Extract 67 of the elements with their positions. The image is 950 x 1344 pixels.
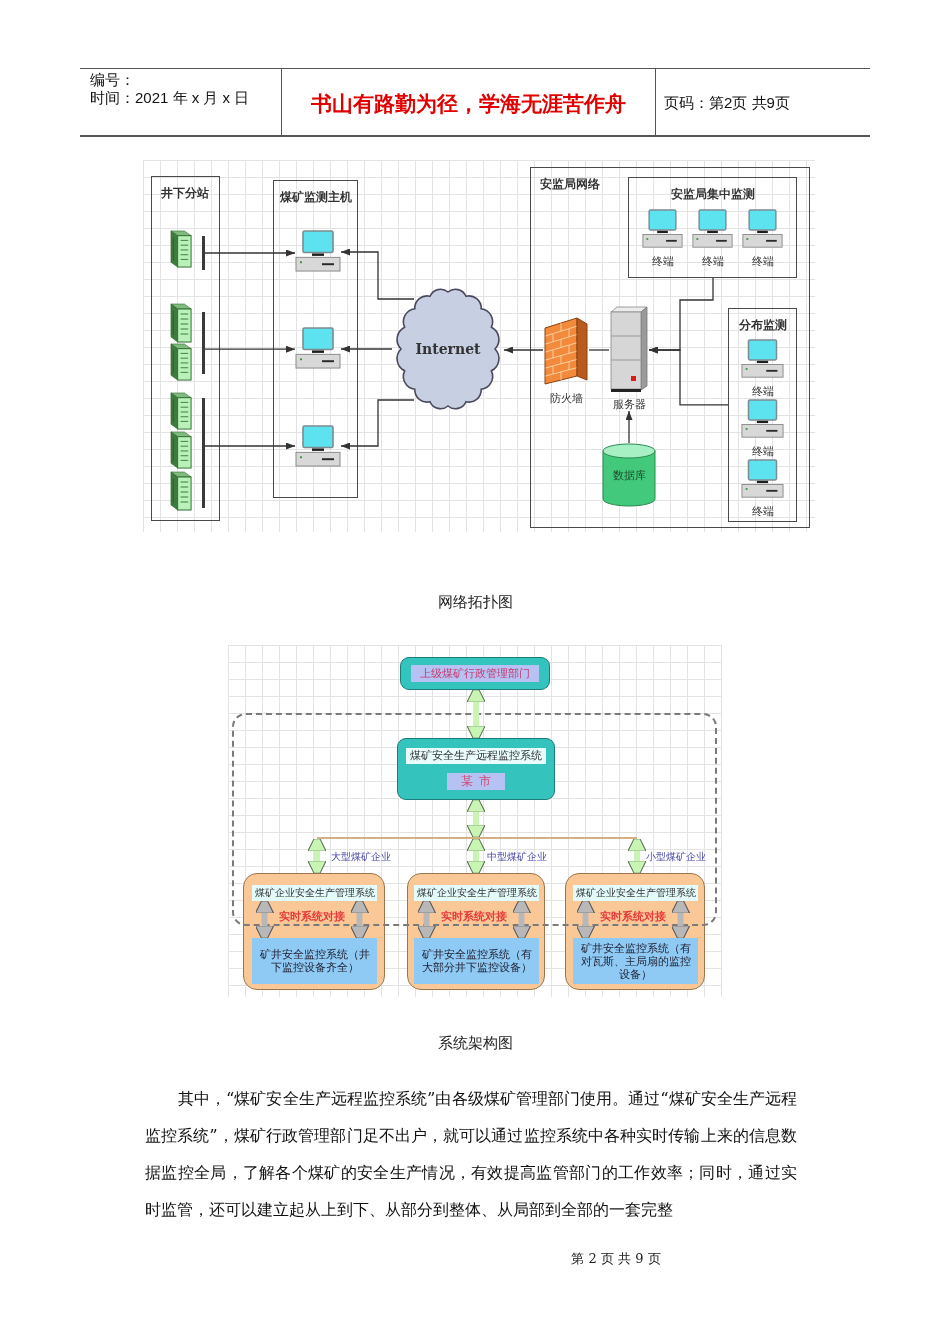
device-icon (170, 471, 193, 511)
group-title: 分布监测 (738, 318, 787, 332)
device-label: 防火墙 (549, 392, 583, 406)
arrow (204, 249, 296, 257)
device-label: 服务器 (612, 398, 646, 412)
figure-caption: 网络拓扑图 (437, 593, 513, 612)
arrow (340, 248, 415, 300)
arrow (503, 346, 544, 354)
group-frame (728, 308, 797, 522)
page-info-text: 页码：第2页 共9页 (664, 94, 790, 113)
terminal-label: 终端 (701, 255, 724, 269)
bus-bar (202, 236, 205, 270)
figure-caption: 系统架构图 (437, 1034, 513, 1053)
group-frame (628, 177, 797, 278)
device-icon (170, 303, 193, 343)
cloud-label: Internet (415, 341, 481, 357)
device-icon (170, 431, 193, 469)
group-title: 煤矿监测主机 (279, 190, 352, 204)
monitoring-system-box: 矿井安全监控系统（有对瓦斯、主局扇的监控设备） (573, 938, 698, 984)
device-icon (170, 230, 193, 268)
interface-label: 实时系统对接 (441, 909, 507, 924)
arrow (625, 410, 633, 444)
arrow (340, 399, 415, 450)
terminal-label: 终端 (751, 385, 774, 399)
terminal-label: 终端 (651, 255, 674, 269)
group-title: 安监局集中监测 (670, 187, 755, 201)
arrow (340, 345, 393, 353)
monitoring-system-box: 矿井安全监控系统（井下监控设备齐全） (252, 938, 377, 984)
device-icon (170, 392, 193, 430)
group-frame (273, 180, 358, 498)
page-footer: 第 2 页 共 9 页 (571, 1250, 661, 1268)
category-label: 中型煤矿企业 (487, 851, 547, 863)
database-label: 数据库 (612, 467, 646, 483)
management-system-box: 煤矿企业安全生产管理系统 (252, 885, 377, 901)
monitoring-system-box: 矿井安全监控系统（有大部分井下监控设备） (414, 938, 539, 984)
connector-line (588, 349, 610, 351)
city-label: 某市 (447, 772, 505, 790)
terminal-label: 终端 (751, 445, 774, 459)
group-title: 安监局网络 (540, 177, 600, 191)
document-number-label: 编号： (90, 71, 135, 90)
computer-icon (295, 327, 341, 370)
terminal-label: 终端 (751, 255, 774, 269)
management-system-box: 煤矿企业安全生产管理系统 (573, 885, 698, 901)
system-title: 煤矿安全生产远程监控系统 (406, 748, 546, 765)
computer-icon (295, 425, 341, 468)
department-label: 上级煤矿行政管理部门 (411, 665, 539, 682)
interface-label: 实时系统对接 (279, 909, 345, 924)
category-label: 大型煤矿企业 (331, 851, 391, 863)
system-box (397, 738, 555, 800)
group-frame (530, 167, 810, 528)
group-title: 井下分站 (161, 186, 209, 200)
management-system-box: 煤矿企业安全生产管理系统 (414, 885, 539, 901)
bus-bar (202, 398, 205, 508)
interface-label: 实时系统对接 (600, 909, 666, 924)
motto-text: 书山有路勤为径，学海无涯苦作舟 (310, 91, 626, 118)
body-paragraph: 其中，“煤矿安全生产远程监控系统”由各级煤矿管理部门使用。通过“煤矿安全生产远程监控系统”，煤矿行政管理部门足不出户，就可以通过监控系统中各种实时传输上来的信息数据监控全局，了解各个煤矿的安全生产情况，有效提高监管部门的工作效率；同时，通过实时监管，还可以建立起从上到下、从部分到整体、从局部到全部的一套完整 (145, 1088, 797, 1221)
terminal-label: 终端 (751, 505, 774, 519)
group-frame (151, 176, 220, 521)
department-box (400, 657, 550, 690)
date-text: 时间：2021 年 x 月 x 日 (90, 89, 250, 108)
bus-bar (202, 312, 205, 374)
arrow (204, 442, 296, 450)
computer-icon (295, 230, 341, 273)
device-icon (170, 343, 193, 381)
arrow (204, 345, 296, 353)
category-label: 小型煤矿企业 (646, 851, 706, 863)
arrow (648, 346, 729, 406)
